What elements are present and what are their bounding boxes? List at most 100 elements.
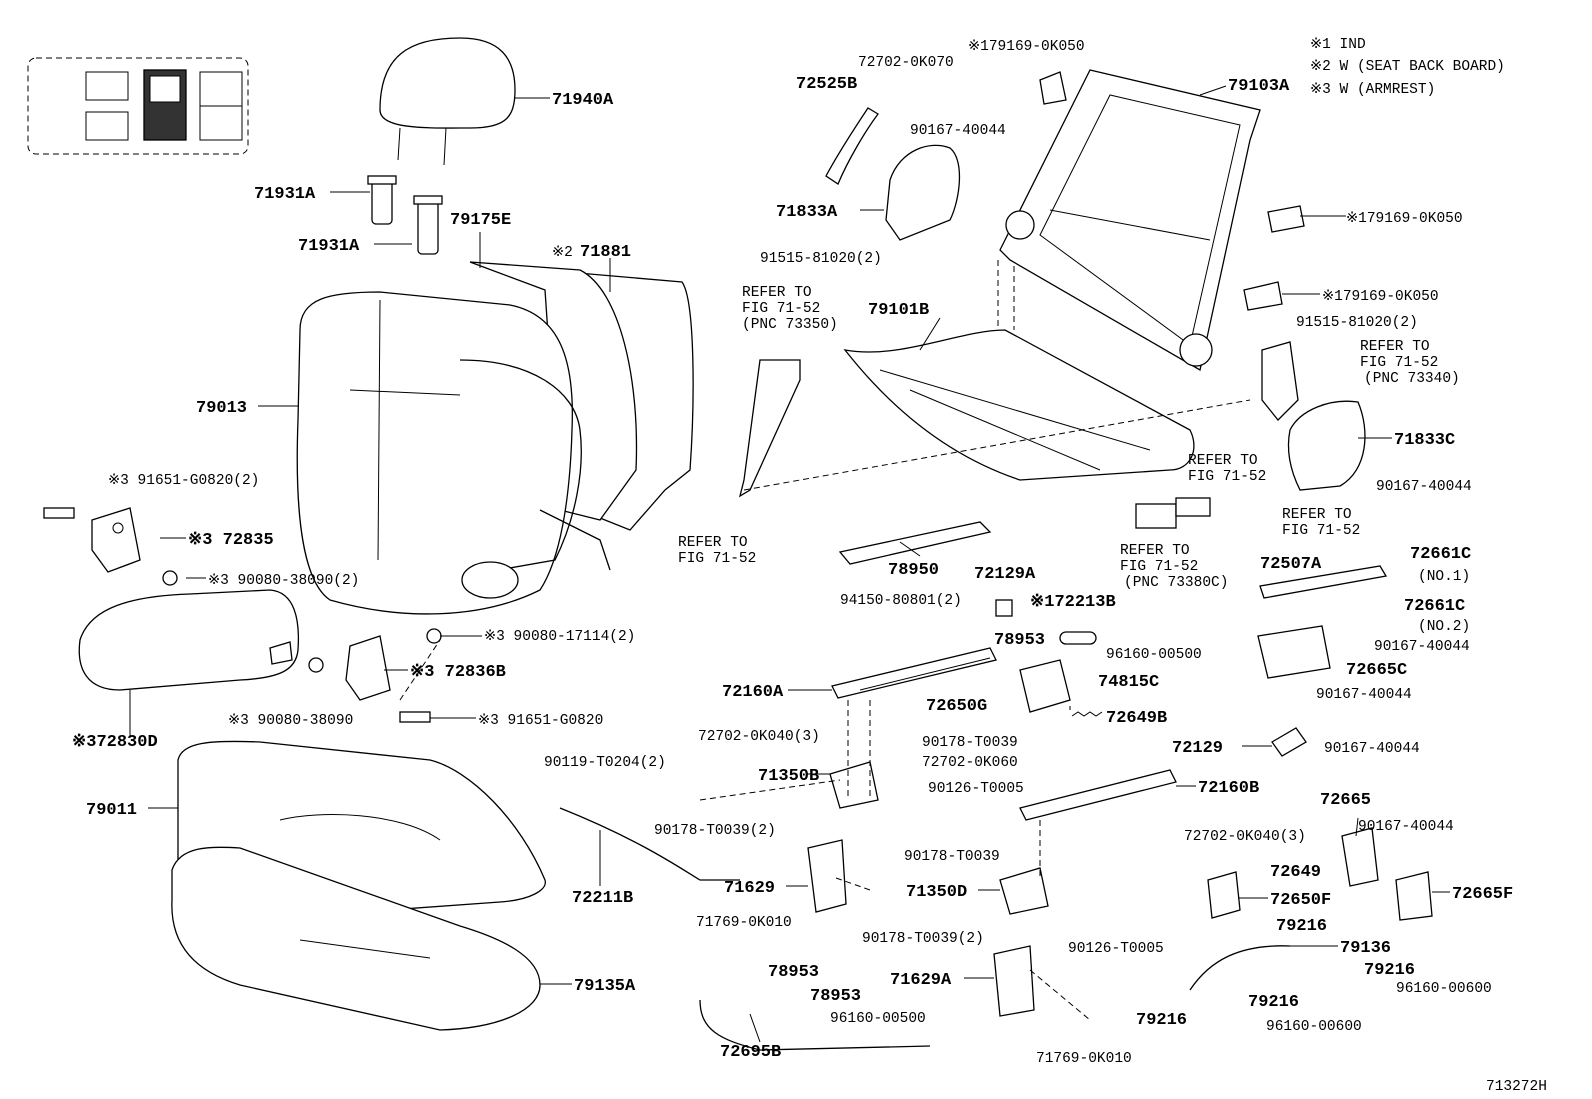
label-179169-0K050-top: ※179169-0K050 (968, 39, 1085, 55)
label-94150-80801: 94150-80801(2) (840, 593, 962, 609)
label-96160-00500-mid: 96160-00500 (1106, 647, 1202, 663)
label-79216-d: 79216 (1248, 993, 1299, 1012)
label-90167-40044-top: 90167-40044 (910, 123, 1006, 139)
pad-172213B (1059, 631, 1097, 645)
label-72661C-2-no: (NO.2) (1418, 619, 1470, 635)
label-72836B: ※3 72836B (410, 663, 506, 682)
label-79216-b: 79216 (1364, 961, 1415, 980)
seatbelt-anchor-73340 (1261, 341, 1299, 421)
label-90178-T0039-a: 90178-T0039 (922, 735, 1018, 751)
washer-90080-lower (308, 628, 442, 673)
label-90080-38090: ※3 90080-38090 (228, 713, 353, 729)
label-96160-00600-b: 96160-00600 (1266, 1019, 1362, 1035)
label-79216-c: 79216 (1136, 1011, 1187, 1030)
hinge-71350B (829, 761, 879, 809)
label-172213B: ※172213B (1030, 593, 1116, 612)
legend-item-3: ※3 W (ARMREST) (1310, 82, 1435, 98)
label-72525B: 72525B (796, 75, 857, 94)
label-79135A: 79135A (574, 977, 636, 996)
label-71769-0K010-b: 71769-0K010 (1036, 1051, 1132, 1067)
label-90178-T0039-2a: 90178-T0039(2) (654, 823, 776, 839)
label-72160A: 72160A (722, 683, 784, 702)
part-labels: 71940A 71931A 71931A 79175E ※2 71881 790… (72, 37, 1547, 1095)
label-72835: ※3 72835 (188, 531, 274, 550)
label-71629: 71629 (724, 879, 775, 898)
label-71629A: 71629A (890, 971, 952, 990)
label-72665C: 72665C (1346, 661, 1407, 680)
bolt-91651-lower (399, 711, 431, 723)
recliner-cover-71833A (885, 144, 961, 241)
spring-72649B (1071, 711, 1103, 717)
label-71833C: 71833C (1394, 431, 1455, 450)
armrest-bracket-72836B (345, 635, 391, 701)
label-78953-mid: 78953 (994, 631, 1045, 650)
release-lever-72525B (825, 107, 879, 185)
label-78953-b2: 78953 (810, 987, 861, 1006)
label-72830D: ※372830D (72, 733, 158, 752)
side-panel-top (1039, 71, 1067, 105)
seat-locator-inset (27, 57, 249, 155)
label-71940A: 71940A (552, 91, 614, 110)
side-panel-right2 (1243, 281, 1283, 311)
label-72702-0K060: 72702-0K060 (922, 755, 1018, 771)
headrest (379, 37, 516, 166)
label-72661C-2: 72661C (1404, 597, 1465, 616)
lock-72650G (1019, 659, 1071, 713)
label-ref-73340-2: FIG 71-52 (1360, 355, 1438, 371)
label-90126-T0005-a: 90126-T0005 (928, 781, 1024, 797)
label-71881: 71881 (580, 243, 631, 262)
legend-item-2: ※2 W (SEAT BACK BOARD) (1310, 59, 1505, 75)
label-ref-73350-3: (PNC 73350) (742, 317, 838, 333)
armrest (78, 589, 300, 691)
label-ref-r2-2: FIG 71-52 (1282, 523, 1360, 539)
label-72661C-1-no: (NO.1) (1418, 569, 1470, 585)
cover-72665C (1257, 625, 1331, 679)
label-72661C-1: 72661C (1410, 545, 1471, 564)
label-96160-00500-b: 96160-00500 (830, 1011, 926, 1027)
label-72160B: 72160B (1198, 779, 1259, 798)
label-ref-73350-1: REFER TO (742, 285, 812, 301)
label-179169-0K050-r1: ※179169-0K050 (1346, 211, 1463, 227)
label-90167-40044-f: 90167-40044 (1324, 741, 1420, 757)
label-90167-40044-e: 90167-40044 (1316, 687, 1412, 703)
diagram-code: 713272H (1486, 1079, 1547, 1095)
label-ref-left-2: FIG 71-52 (678, 551, 756, 567)
label-71350B: 71350B (758, 767, 819, 786)
label-90126-T0005-b: 90126-T0005 (1068, 941, 1164, 957)
label-71931A-upper: 71931A (254, 185, 316, 204)
label-72650F: 72650F (1270, 891, 1331, 910)
label-72649B: 72649B (1106, 709, 1167, 728)
cover-71629A (993, 945, 1035, 1017)
label-79103A: 79103A (1228, 77, 1290, 96)
headrest-guide-left (367, 175, 397, 225)
label-90119-T0204: 90119-T0204(2) (544, 755, 666, 771)
cable-72695B (699, 999, 931, 1051)
label-96160-00600-a: 96160-00600 (1396, 981, 1492, 997)
label-79013: 79013 (196, 399, 247, 418)
label-ref-mid-1: REFER TO (1188, 453, 1258, 469)
cover-72665 (1341, 827, 1379, 887)
label-90080-38090-2: ※3 90080-38090(2) (208, 573, 359, 589)
label-ref-73340-1: REFER TO (1360, 339, 1430, 355)
label-71881-mark: ※2 (552, 245, 573, 261)
label-72665: 72665 (1320, 791, 1371, 810)
label-ref-73380-2: FIG 71-52 (1120, 559, 1198, 575)
label-78950: 78950 (888, 561, 939, 580)
side-panel-right1 (1267, 205, 1305, 233)
label-72702-0K040-3a: 72702-0K040(3) (698, 729, 820, 745)
label-71769-0K010-a: 71769-0K010 (696, 915, 792, 931)
clip-72129A (995, 599, 1013, 617)
label-ref-73350-2: FIG 71-52 (742, 301, 820, 317)
label-74815C: 74815C (1098, 673, 1159, 692)
label-72129: 72129 (1172, 739, 1223, 758)
label-72211B: 72211B (572, 889, 633, 908)
label-91651-G0820-2: ※3 91651-G0820(2) (108, 473, 259, 489)
label-90080-17114-2: ※3 90080-17114(2) (484, 629, 635, 645)
armrest-bracket-72835 (91, 507, 141, 573)
seatback-cover (296, 291, 611, 615)
label-79175E: 79175E (450, 211, 511, 230)
seatbelt-73350 (738, 359, 801, 498)
label-72507A: 72507A (1260, 555, 1322, 574)
